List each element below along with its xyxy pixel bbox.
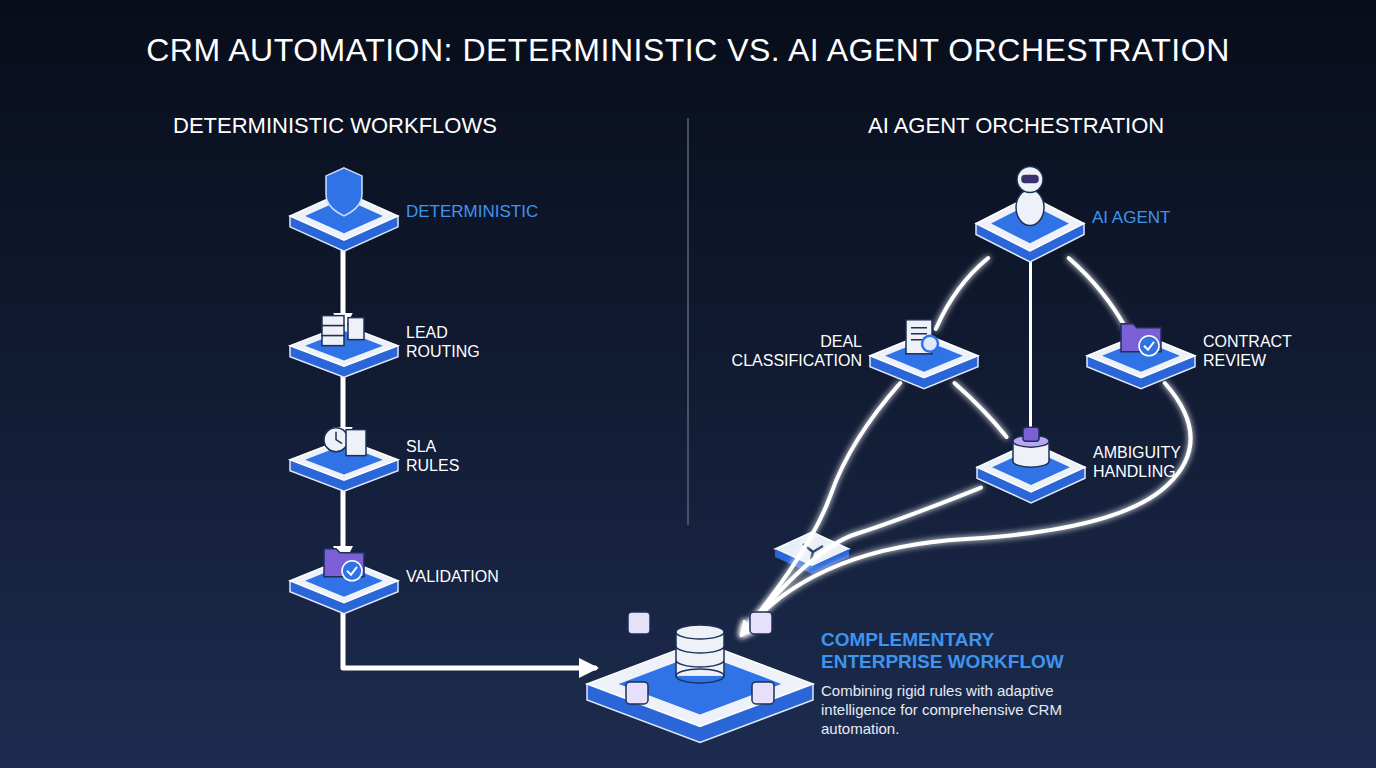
icon-platform: AMBIGUITY HANDLING (975, 410, 1087, 500)
folder-icon (324, 549, 364, 581)
icon-platform: DEAL CLASSIFICATION (868, 305, 980, 385)
node-label: SLA RULES (406, 437, 471, 475)
node-label: VALIDATION (406, 567, 526, 586)
node-label: DETERMINISTIC (406, 202, 556, 221)
hub-text: COMPLEMENTARY ENTERPRISE WORKFLOW Combini… (821, 629, 1111, 738)
doc-icon (906, 320, 944, 358)
platform-graphic (868, 305, 980, 385)
flow-arrow (343, 604, 595, 668)
agent-link (742, 383, 1191, 635)
icon-platform: DETERMINISTIC (288, 160, 400, 248)
section-heading: AI AGENT ORCHESTRATION (868, 113, 1164, 139)
section-heading: DETERMINISTIC WORKFLOWS (173, 113, 497, 139)
agent-link (936, 258, 988, 329)
db-icon (626, 612, 774, 704)
node-label: DEAL CLASSIFICATION (722, 332, 862, 370)
icon-platform: VALIDATION (288, 530, 400, 610)
platform-graphic (974, 160, 1086, 260)
hub-body: Combining rigid rules with adaptive inte… (821, 681, 1111, 738)
agent-link (742, 383, 900, 635)
hub-title: COMPLEMENTARY ENTERPRISE WORKFLOW (821, 629, 1111, 673)
clock-icon (324, 428, 366, 456)
platform-graphic (288, 298, 400, 373)
platform-top (870, 334, 978, 378)
agent-link (955, 383, 1007, 437)
platform-top (290, 559, 398, 603)
node-label: AI AGENT (1092, 208, 1212, 227)
platform-inset (305, 331, 383, 361)
platform-top (1087, 334, 1195, 378)
icon-platform: LEAD ROUTING (288, 298, 400, 373)
node-label: CONTRACT REVIEW (1203, 332, 1303, 370)
stack-icon (322, 316, 364, 346)
agent-link (1069, 258, 1127, 329)
platform-graphic (975, 410, 1087, 500)
shield-icon (326, 168, 362, 216)
divider-line (687, 118, 689, 525)
platform-graphic (288, 530, 400, 610)
flow-arrow (341, 481, 346, 562)
platform-graphic (288, 412, 400, 487)
icon-platform: CONTRACT REVIEW (1085, 305, 1197, 385)
node-label: LEAD ROUTING (406, 323, 481, 361)
icon-platform: SLA RULES (288, 412, 400, 487)
platform-graphic (585, 570, 815, 740)
chip-icon (1013, 427, 1049, 467)
agent-link (1028, 258, 1033, 437)
icon-platform: AI AGENT (974, 160, 1086, 260)
node-label: AMBIGUITY HANDLING (1093, 443, 1198, 481)
diagram-title: CRM AUTOMATION: DETERMINISTIC VS. AI AGE… (0, 32, 1376, 69)
platform-top (290, 325, 398, 366)
robot-icon (1016, 167, 1044, 226)
platform-graphic (288, 160, 400, 248)
platform-graphic (1085, 305, 1197, 385)
folder-icon (1121, 324, 1161, 356)
hub-platform: COMPLEMENTARY ENTERPRISE WORKFLOWCombini… (585, 570, 815, 740)
agent-link (742, 488, 981, 635)
